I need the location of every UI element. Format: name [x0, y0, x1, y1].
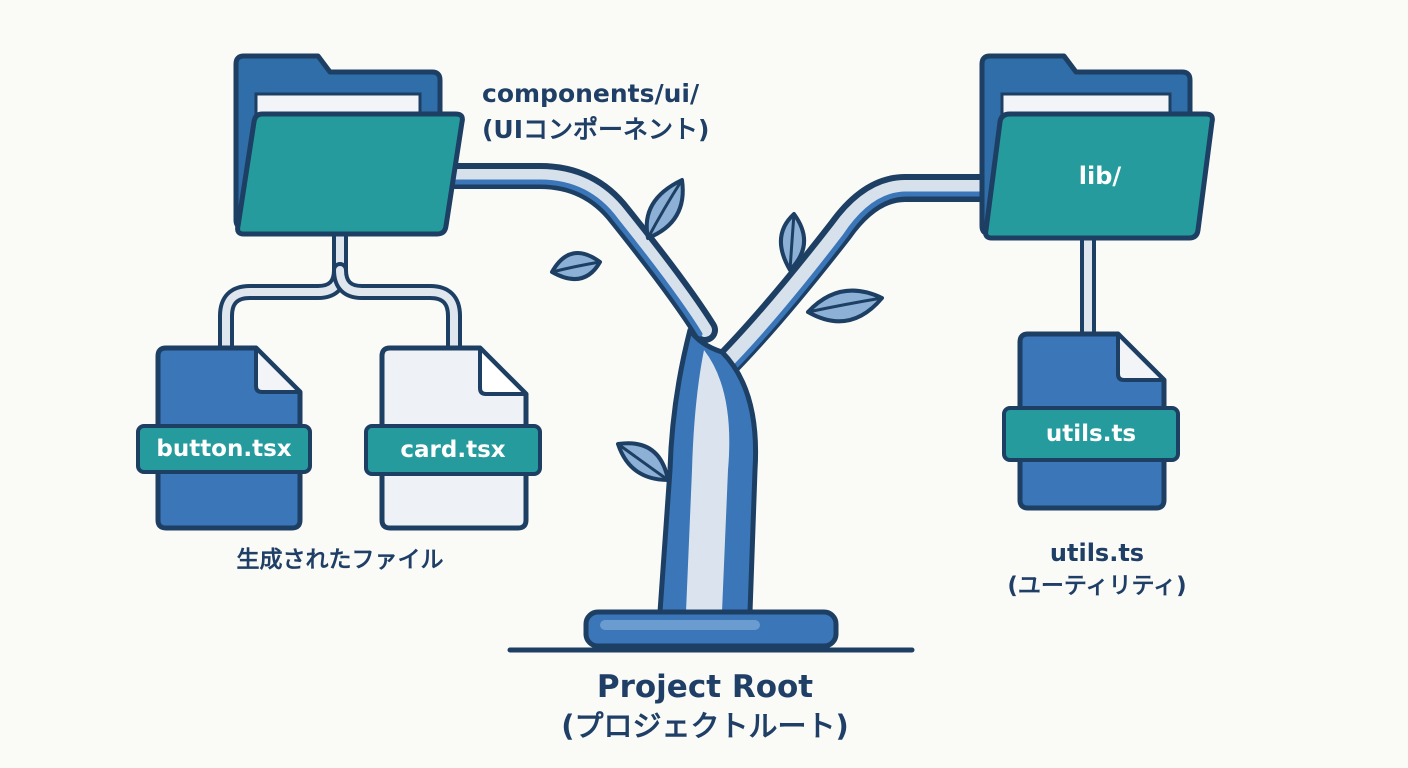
utils-file-tag: utils.ts — [1002, 406, 1180, 462]
generated-files-caption: 生成されたファイル — [236, 547, 444, 573]
connector-components-files — [218, 224, 462, 360]
utils-caption-subtitle: (ユーティリティ) — [1007, 573, 1187, 599]
components-folder-icon — [233, 53, 465, 237]
leaf-icon — [644, 178, 685, 240]
leaf-icon — [778, 212, 807, 272]
components-folder-name: components/ui/ — [482, 79, 700, 108]
card-file-tag: card.tsx — [364, 424, 542, 476]
utils-caption-name: utils.ts — [1049, 539, 1145, 567]
leaf-icon — [550, 251, 602, 282]
tree-icon — [442, 163, 999, 653]
leaf-icon — [806, 288, 884, 324]
components-folder-subtitle: (UIコンポーネント) — [482, 115, 710, 144]
button-file-tag: button.tsx — [136, 424, 312, 474]
project-root-subtitle: (プロジェクトルート) — [561, 709, 849, 743]
lib-folder-icon — [979, 53, 1215, 241]
project-root-title: Project Root — [596, 669, 814, 705]
leaf-icon — [616, 441, 670, 482]
lib-folder-label: lib/ — [1078, 162, 1122, 190]
